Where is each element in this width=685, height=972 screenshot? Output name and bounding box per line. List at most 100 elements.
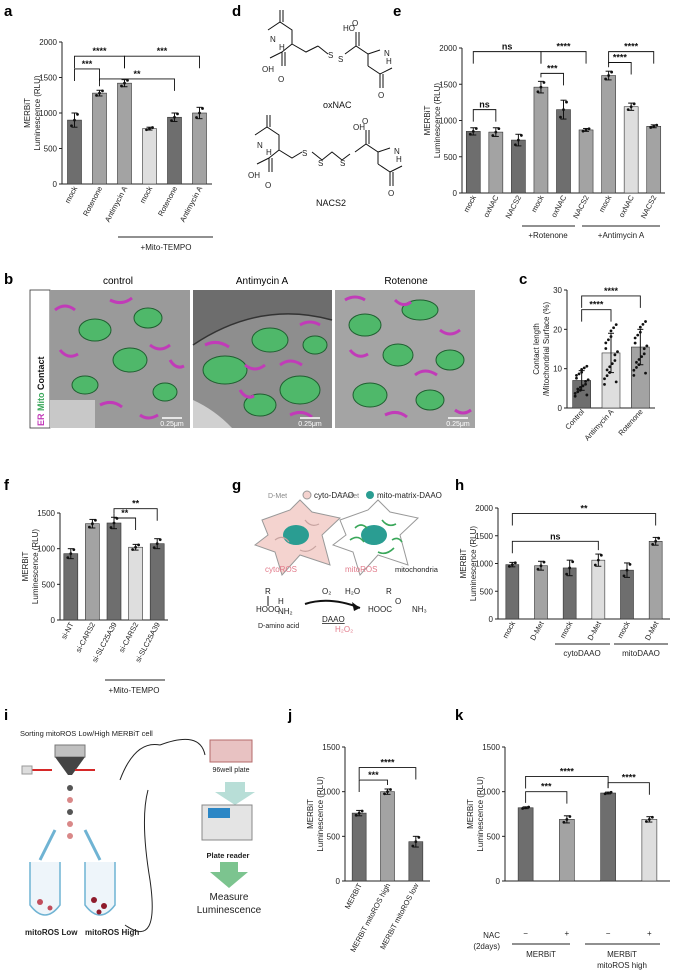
y-tick-label: 500	[487, 832, 501, 841]
x-tick-label: oxNAC	[549, 193, 568, 219]
data-point	[642, 352, 646, 356]
data-point	[575, 376, 578, 380]
data-point	[632, 368, 636, 372]
nacs2-structure	[254, 115, 403, 186]
atom-nh-2: N	[384, 49, 390, 58]
data-point	[411, 844, 415, 848]
atom-s-2: S	[338, 55, 343, 64]
bar	[488, 131, 504, 194]
bar	[380, 791, 395, 882]
data-point	[521, 807, 525, 810]
measure-label-2: Luminescence	[197, 905, 262, 916]
y-axis-label: Luminescence (RLU)	[33, 75, 42, 150]
data-point	[539, 564, 543, 568]
atom-s-1: S	[328, 51, 333, 60]
sorting-title: Sorting mitoROS Low/High MERBiT cell	[20, 729, 153, 738]
sig-bracket	[99, 78, 175, 91]
panel-label-d: d	[232, 3, 241, 20]
data-point	[578, 388, 582, 392]
mito-shape	[435, 349, 465, 371]
bar	[117, 82, 132, 185]
x-tick-label: +	[565, 929, 570, 938]
bar	[465, 131, 481, 194]
atom-h-2: H	[386, 57, 392, 66]
x-tick-label: Rotenone	[81, 185, 104, 218]
data-point	[603, 383, 606, 386]
data-point	[645, 344, 649, 348]
data-point	[584, 380, 587, 383]
side-label-contact: Contact	[36, 356, 46, 390]
y-tick-label: 1500	[37, 509, 55, 518]
sig-label: ****	[556, 42, 571, 52]
data-point	[603, 377, 606, 381]
nuclear-membrane	[192, 313, 333, 346]
sig-label: ****	[92, 46, 107, 56]
atom-s-5: S	[340, 159, 345, 168]
data-point	[527, 805, 531, 809]
data-point	[640, 355, 644, 359]
flow-arrow	[215, 782, 255, 805]
data-point	[101, 89, 104, 93]
side-label-er: ER	[36, 413, 46, 426]
data-point	[622, 574, 626, 578]
er-shapes	[204, 320, 321, 419]
data-point	[655, 123, 659, 127]
scale-label-control: 0.25μm	[160, 421, 184, 428]
data-point	[578, 385, 582, 389]
bar	[192, 112, 207, 185]
y-axis-label: Luminescence (RLU)	[316, 776, 325, 851]
data-point	[173, 115, 176, 119]
data-point	[609, 790, 613, 794]
nucleus	[283, 525, 309, 545]
bar	[63, 553, 79, 621]
compound-oxnac: oxNAC	[323, 100, 352, 110]
sig-label: ns	[550, 531, 561, 541]
data-point	[582, 366, 586, 370]
data-point	[148, 127, 151, 131]
data-point	[386, 790, 389, 794]
data-point	[542, 560, 546, 564]
data-point	[576, 390, 580, 394]
tube-low	[29, 862, 61, 916]
mito-shape	[279, 375, 321, 405]
bar	[648, 540, 663, 620]
data-point	[651, 543, 655, 546]
y-tick-label: 30	[553, 286, 562, 295]
reactant-formula: HOOC	[256, 605, 280, 614]
sig-label: **	[132, 499, 140, 509]
atom-o-4: O	[265, 181, 271, 190]
data-point	[120, 84, 123, 88]
y-tick-label: 500	[480, 587, 494, 596]
em-bg-region	[50, 400, 95, 428]
data-point	[69, 552, 73, 556]
bar	[591, 559, 606, 620]
sig-label: ****	[589, 300, 604, 310]
atom-oh-1: OH	[262, 65, 274, 74]
sig-label: **	[121, 508, 129, 518]
x-tick-label: D-Met	[586, 619, 604, 642]
reaction-arrow	[304, 599, 361, 609]
data-point	[513, 143, 517, 147]
panel-label-e: e	[393, 3, 401, 20]
side-label: ER Mito Contact	[36, 356, 46, 426]
data-point	[516, 138, 520, 142]
sorting-schematic: Sorting mitoROS Low/High MERBiT cell mit…	[20, 729, 262, 937]
plate-reader-screen	[208, 808, 230, 818]
sig-bracket	[113, 508, 158, 521]
y-tick-label: 1000	[37, 545, 55, 554]
y-axis-label: Luminescence (RLU)	[433, 83, 442, 158]
deflector-right	[83, 829, 102, 861]
x-tick-label: Antimycin A	[178, 185, 204, 224]
y-tick-label: 2000	[439, 44, 457, 53]
data-point	[76, 113, 79, 116]
data-point	[126, 78, 129, 82]
y-axis-label: MERBiT	[466, 799, 475, 829]
panel-label-b: b	[4, 271, 13, 288]
bar	[67, 119, 82, 185]
mito-shape	[415, 389, 445, 411]
tube-label-high: mitoROS High	[85, 928, 139, 937]
x-tick-label: −	[523, 929, 528, 938]
data-point	[652, 124, 656, 128]
